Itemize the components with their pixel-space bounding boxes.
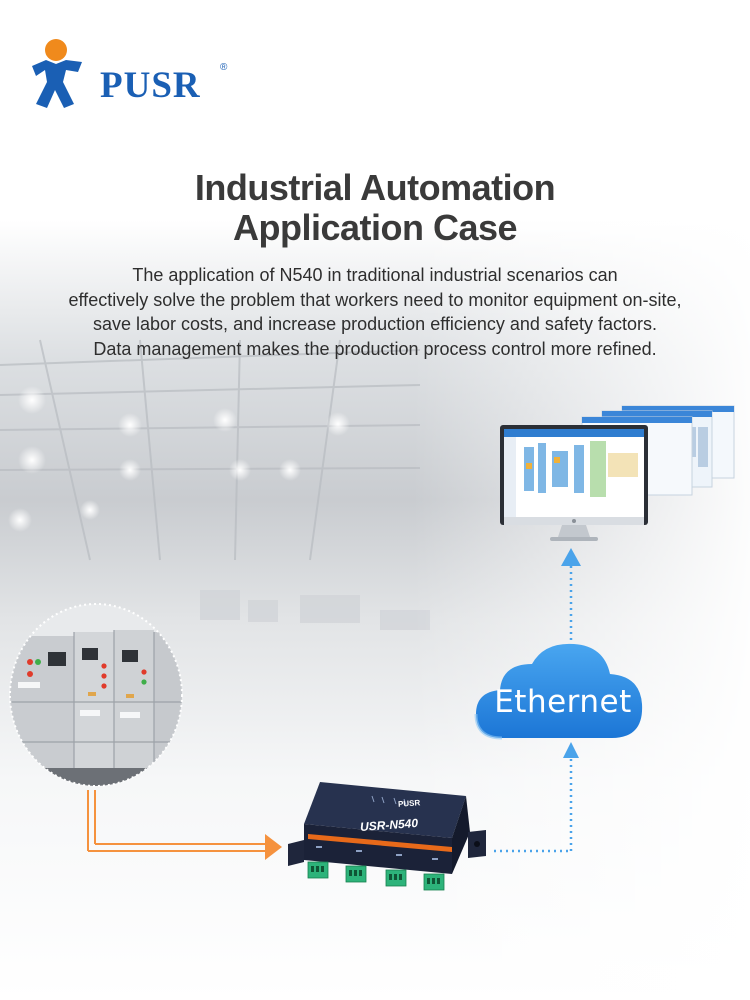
title-line-1: Industrial Automation — [194, 167, 556, 208]
control-cabinet-image — [9, 603, 183, 787]
title-line-2: Application Case — [232, 207, 518, 248]
brand-logo: PUSR ® — [30, 38, 250, 118]
person-icon — [32, 39, 82, 108]
network-arrow-lower-head — [563, 742, 579, 758]
device-brand-label: PUSR — [397, 798, 421, 809]
description-line-1: The application of N540 in traditional i… — [132, 265, 618, 285]
network-arrow-lower — [494, 756, 573, 853]
serial-arrow-head — [265, 834, 282, 860]
description: The application of N540 in traditional i… — [20, 263, 730, 361]
monitor-icon — [500, 405, 735, 541]
description-line-3: save labor costs, and increase productio… — [93, 314, 657, 334]
brand-name: PUSR — [100, 65, 201, 106]
page-title: Industrial Automation Application Case — [0, 168, 750, 248]
registered-mark: ® — [220, 62, 228, 73]
cloud-label: Ethernet — [494, 684, 632, 720]
description-line-2: effectively solve the problem that worke… — [68, 289, 682, 310]
serial-server-device-image — [288, 782, 486, 891]
serial-arrow — [87, 790, 268, 852]
network-arrow-upper-head — [561, 548, 581, 566]
cloud-icon — [474, 643, 643, 740]
description-line-4: Data management makes the production pro… — [93, 338, 657, 359]
